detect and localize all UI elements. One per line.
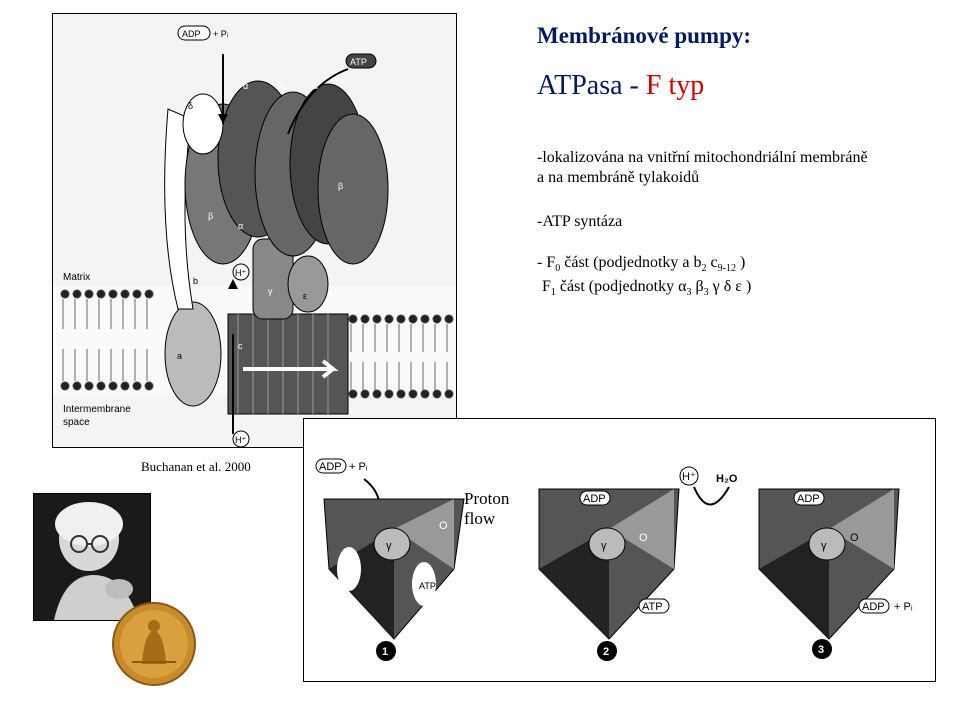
label-alpha-1: α [243,81,248,91]
fig2-pi-label-top: + Pᵢ [349,461,368,473]
rotor2-gamma: γ [601,540,607,552]
localization-line2: a na membráně tylakoidů [537,168,868,188]
f0-text: část (podjednotky a b [560,254,701,271]
page-title: Membránové pumpy: [537,23,751,49]
f0-part-text: - F0 část (podjednotky a b2 c9-12 ) [537,253,745,279]
f0-text2: c [707,254,718,271]
fig1-adp-label: ADP [182,29,201,39]
subtitle-prefix: ATPasa - [537,70,646,101]
label-beta-1: β [278,81,283,91]
fig2-h2o-label: H₂O [716,473,738,485]
rotor3-adp-out: ADP [862,601,885,613]
fig1-pi-label: + Pᵢ [213,29,228,39]
label-alpha-2: α [313,81,318,91]
rotor2-atp: ATP [642,601,663,613]
fig2-hplus-label: H⁺ [682,471,696,483]
f1-text: část (podjednotky α [556,278,687,295]
f1-prefix: F [542,278,551,295]
proton-flow-text-2: flow [464,509,496,528]
step-1: 1 [382,646,388,658]
c-ring [228,314,348,414]
atp-synthase-diagram: ADP + Pᵢ ATP Matrix Intermembrane space … [53,14,456,447]
label-b: b [193,276,198,286]
label-gamma: γ [268,286,273,296]
atp-synthase-figure: ADP + Pᵢ ATP Matrix Intermembrane space … [52,13,457,448]
rotor1-gamma: γ [386,540,392,552]
rotor-state-3: γ O ADP ADP + Pᵢ [759,489,913,639]
rotor-state-2: γ O ADP ATP [539,489,679,639]
rotor3-o: O [850,532,859,544]
label-beta-3: β [208,211,213,221]
f0-prefix: - F [537,254,555,271]
subtitle-highlight: F typ [646,70,704,101]
rotor1-atp: ATP [419,581,436,591]
binding-change-diagram: ADP + Pᵢ Proton flow H⁺ H₂O γ O ATP [304,419,935,681]
f1-end: γ δ ε ) [709,278,752,295]
f0-sub3: 9-12 [718,263,736,274]
intermembrane-label-2: space [63,417,90,428]
atp-synthase-text: -ATP syntáza [537,212,622,232]
fig2-adp-label-top: ADP [319,461,342,473]
hplus-label-top: H⁺ [235,268,246,278]
nobel-medal [112,602,196,686]
localization-line1: -lokalizována na vnitřní mitochondriální… [537,148,868,168]
label-c: c [238,341,243,351]
label-alpha-3: α [238,221,243,231]
label-delta: δ [188,101,193,111]
rotor1-o: O [439,520,448,532]
medal-icon [112,602,196,686]
fig2-water-arrow [694,487,729,505]
localization-text: -lokalizována na vnitřní mitochondriální… [537,148,868,188]
rotor2-o: O [639,532,648,544]
binding-change-figure: ADP + Pᵢ Proton flow H⁺ H₂O γ O ATP [303,418,936,682]
subtitle: ATPasa - F typ [537,70,704,102]
rotor3-adp: ADP [797,493,820,505]
rotor-state-1: γ O ATP [324,499,464,639]
rotor2-adp: ADP [583,493,606,505]
label-epsilon: ε [303,291,307,301]
label-a: a [177,351,182,361]
subunit-epsilon [288,256,328,312]
step-3: 3 [818,644,824,656]
subunit-a [165,302,221,406]
f1-text2: β [691,278,703,295]
f0-end: ) [736,254,745,271]
intermembrane-label-1: Intermembrane [63,404,131,415]
f1-part-text: F1 část (podjednotky α3 β3 γ δ ε ) [542,277,751,303]
figure-credit: Buchanan et al. 2000 [141,459,251,475]
step-2: 2 [603,646,609,658]
label-beta-2: β [338,181,343,191]
rotor3-gamma: γ [821,540,827,552]
fig1-atp-label: ATP [350,57,367,67]
proton-flow-text-1: Proton [464,489,510,508]
matrix-label: Matrix [63,272,90,283]
hplus-label-bottom: H⁺ [235,435,246,445]
rotor3-pi-out: + Pᵢ [894,601,913,613]
